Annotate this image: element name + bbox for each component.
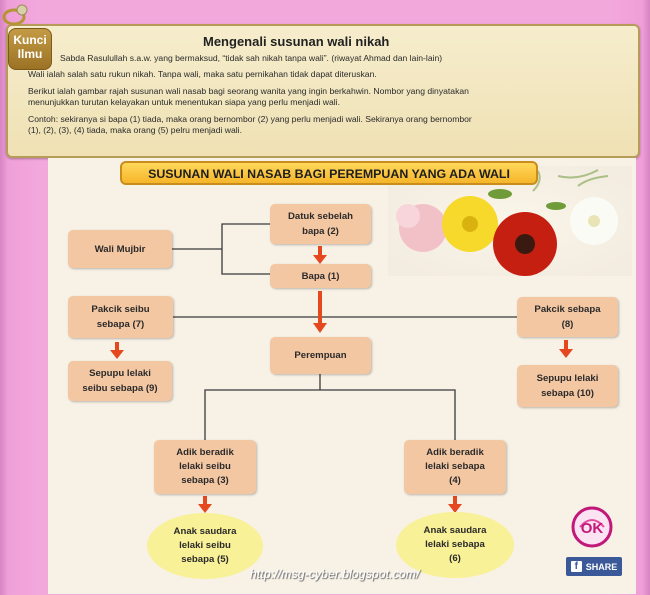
facebook-share-button[interactable]: f SHARE — [566, 557, 622, 576]
node-datuk: Datuk sebelah bapa (2) — [270, 204, 371, 244]
node-anak-seibu-line3: sebapa (5) — [181, 554, 229, 565]
node-sepupu-sebapa-line2: sebapa (10) — [541, 388, 594, 399]
connector-perempuan-branch — [204, 389, 456, 446]
share-label: SHARE — [585, 561, 618, 572]
node-adik-sebapa: Adik beradik lelaki sebapa (4) — [404, 440, 506, 494]
node-pakcik-sebapa: Pakcik sebapa (8) — [517, 297, 618, 337]
arrow-pakcik-sebapa-sepupu-head — [559, 349, 573, 358]
paragraph-1: Wali ialah salah satu rukun nikah. Tanpa… — [28, 69, 377, 79]
node-pakcik-seibu-line1: Pakcik seibu — [91, 304, 150, 315]
node-pakcik-seibu: Pakcik seibu sebapa (7) — [68, 296, 173, 338]
arrow-adik-seibu-anak-head — [198, 504, 212, 513]
arrow-datuk-bapa-head — [313, 255, 327, 264]
node-adik-seibu: Adik beradik lelaki seibu sebapa (3) — [154, 440, 256, 494]
node-anak-seibu-line1: Anak saudara — [173, 526, 237, 537]
node-adik-sebapa-line3: (4) — [449, 475, 461, 486]
node-pakcik-seibu-line2: sebapa (7) — [96, 319, 145, 330]
paragraph-2-line-1: Berikut ialah gambar rajah susunan wali … — [28, 86, 469, 96]
node-wali-mujbir: Wali Mujbir — [68, 230, 172, 268]
paragraph-2-line-2: menunjukkan turutan kelayakan untuk mene… — [28, 97, 340, 107]
node-sepupu-seibu-line1: Sepupu lelaki — [89, 368, 151, 379]
node-sepupu-seibu: Sepupu lelaki seibu sebapa (9) — [68, 361, 172, 401]
paragraph-3-line-1: Contoh: sekiranya si bapa (1) tiada, mak… — [28, 114, 472, 124]
ring-icon — [2, 4, 28, 26]
node-perempuan-label: Perempuan — [294, 350, 347, 361]
node-datuk-line1: Datuk sebelah — [287, 211, 354, 222]
diagram-title: SUSUNAN WALI NASAB BAGI PEREMPUAN YANG A… — [120, 161, 538, 185]
node-datuk-line2: bapa (2) — [302, 226, 339, 237]
node-bapa-label: Bapa (1) — [301, 270, 340, 282]
arrow-adik-sebapa-anak-head — [448, 504, 462, 513]
node-anak-sebapa-line1: Anak saudara — [423, 525, 487, 536]
node-pakcik-sebapa-line2: (8) — [561, 319, 574, 330]
badge-line2: Ilmu — [17, 47, 43, 61]
ok-badge-text: OK — [581, 520, 604, 537]
paragraph-3-line-2: (1), (2), (3), (4) tiada, maka orang (5)… — [28, 125, 242, 135]
node-perempuan: Perempuan — [270, 337, 371, 374]
node-sepupu-sebapa-line1: Sepupu lelaki — [536, 373, 599, 384]
node-anak-sebapa-line3: (6) — [449, 553, 461, 564]
node-bapa: Bapa (1) — [270, 264, 371, 288]
node-adik-seibu-line3: sebapa (3) — [181, 475, 229, 486]
node-adik-seibu-line2: lelaki seibu — [179, 461, 231, 472]
node-adik-sebapa-line1: Adik beradik — [426, 447, 484, 458]
kunci-ilmu-badge: Kunci Ilmu — [8, 28, 52, 70]
watermark-url: http://msg-cyber.blogspot.com/ — [250, 567, 420, 581]
arrow-pakcik-seibu-sepupu-head — [110, 350, 124, 359]
node-anak-sebapa-line2: lelaki sebapa — [425, 539, 485, 550]
node-anak-seibu: Anak saudara lelaki seibu sebapa (5) — [147, 513, 263, 579]
node-wali-mujbir-label: Wali Mujbir — [94, 243, 146, 255]
hadith-text: Sabda Rasulullah s.a.w. yang bermaksud, … — [60, 53, 443, 63]
info-panel — [6, 24, 640, 158]
arrow-bapa-perempuan-head — [313, 323, 327, 333]
node-sepupu-seibu-line2: seibu sebapa (9) — [82, 383, 158, 394]
panel-heading: Mengenali susunan wali nikah — [203, 34, 390, 49]
node-adik-seibu-line1: Adik beradik — [176, 447, 234, 458]
node-sepupu-sebapa: Sepupu lelaki sebapa (10) — [517, 365, 618, 407]
node-anak-seibu-line2: lelaki seibu — [179, 540, 231, 551]
node-anak-sebapa: Anak saudara lelaki sebapa (6) — [396, 512, 514, 578]
ok-badge: OK — [571, 506, 613, 548]
badge-line1: Kunci — [13, 33, 47, 47]
facebook-icon: f — [570, 561, 582, 572]
node-pakcik-sebapa-line1: Pakcik sebapa — [534, 304, 601, 315]
connector-wali-branch — [172, 223, 270, 275]
node-adik-sebapa-line2: lelaki sebapa — [425, 461, 485, 472]
